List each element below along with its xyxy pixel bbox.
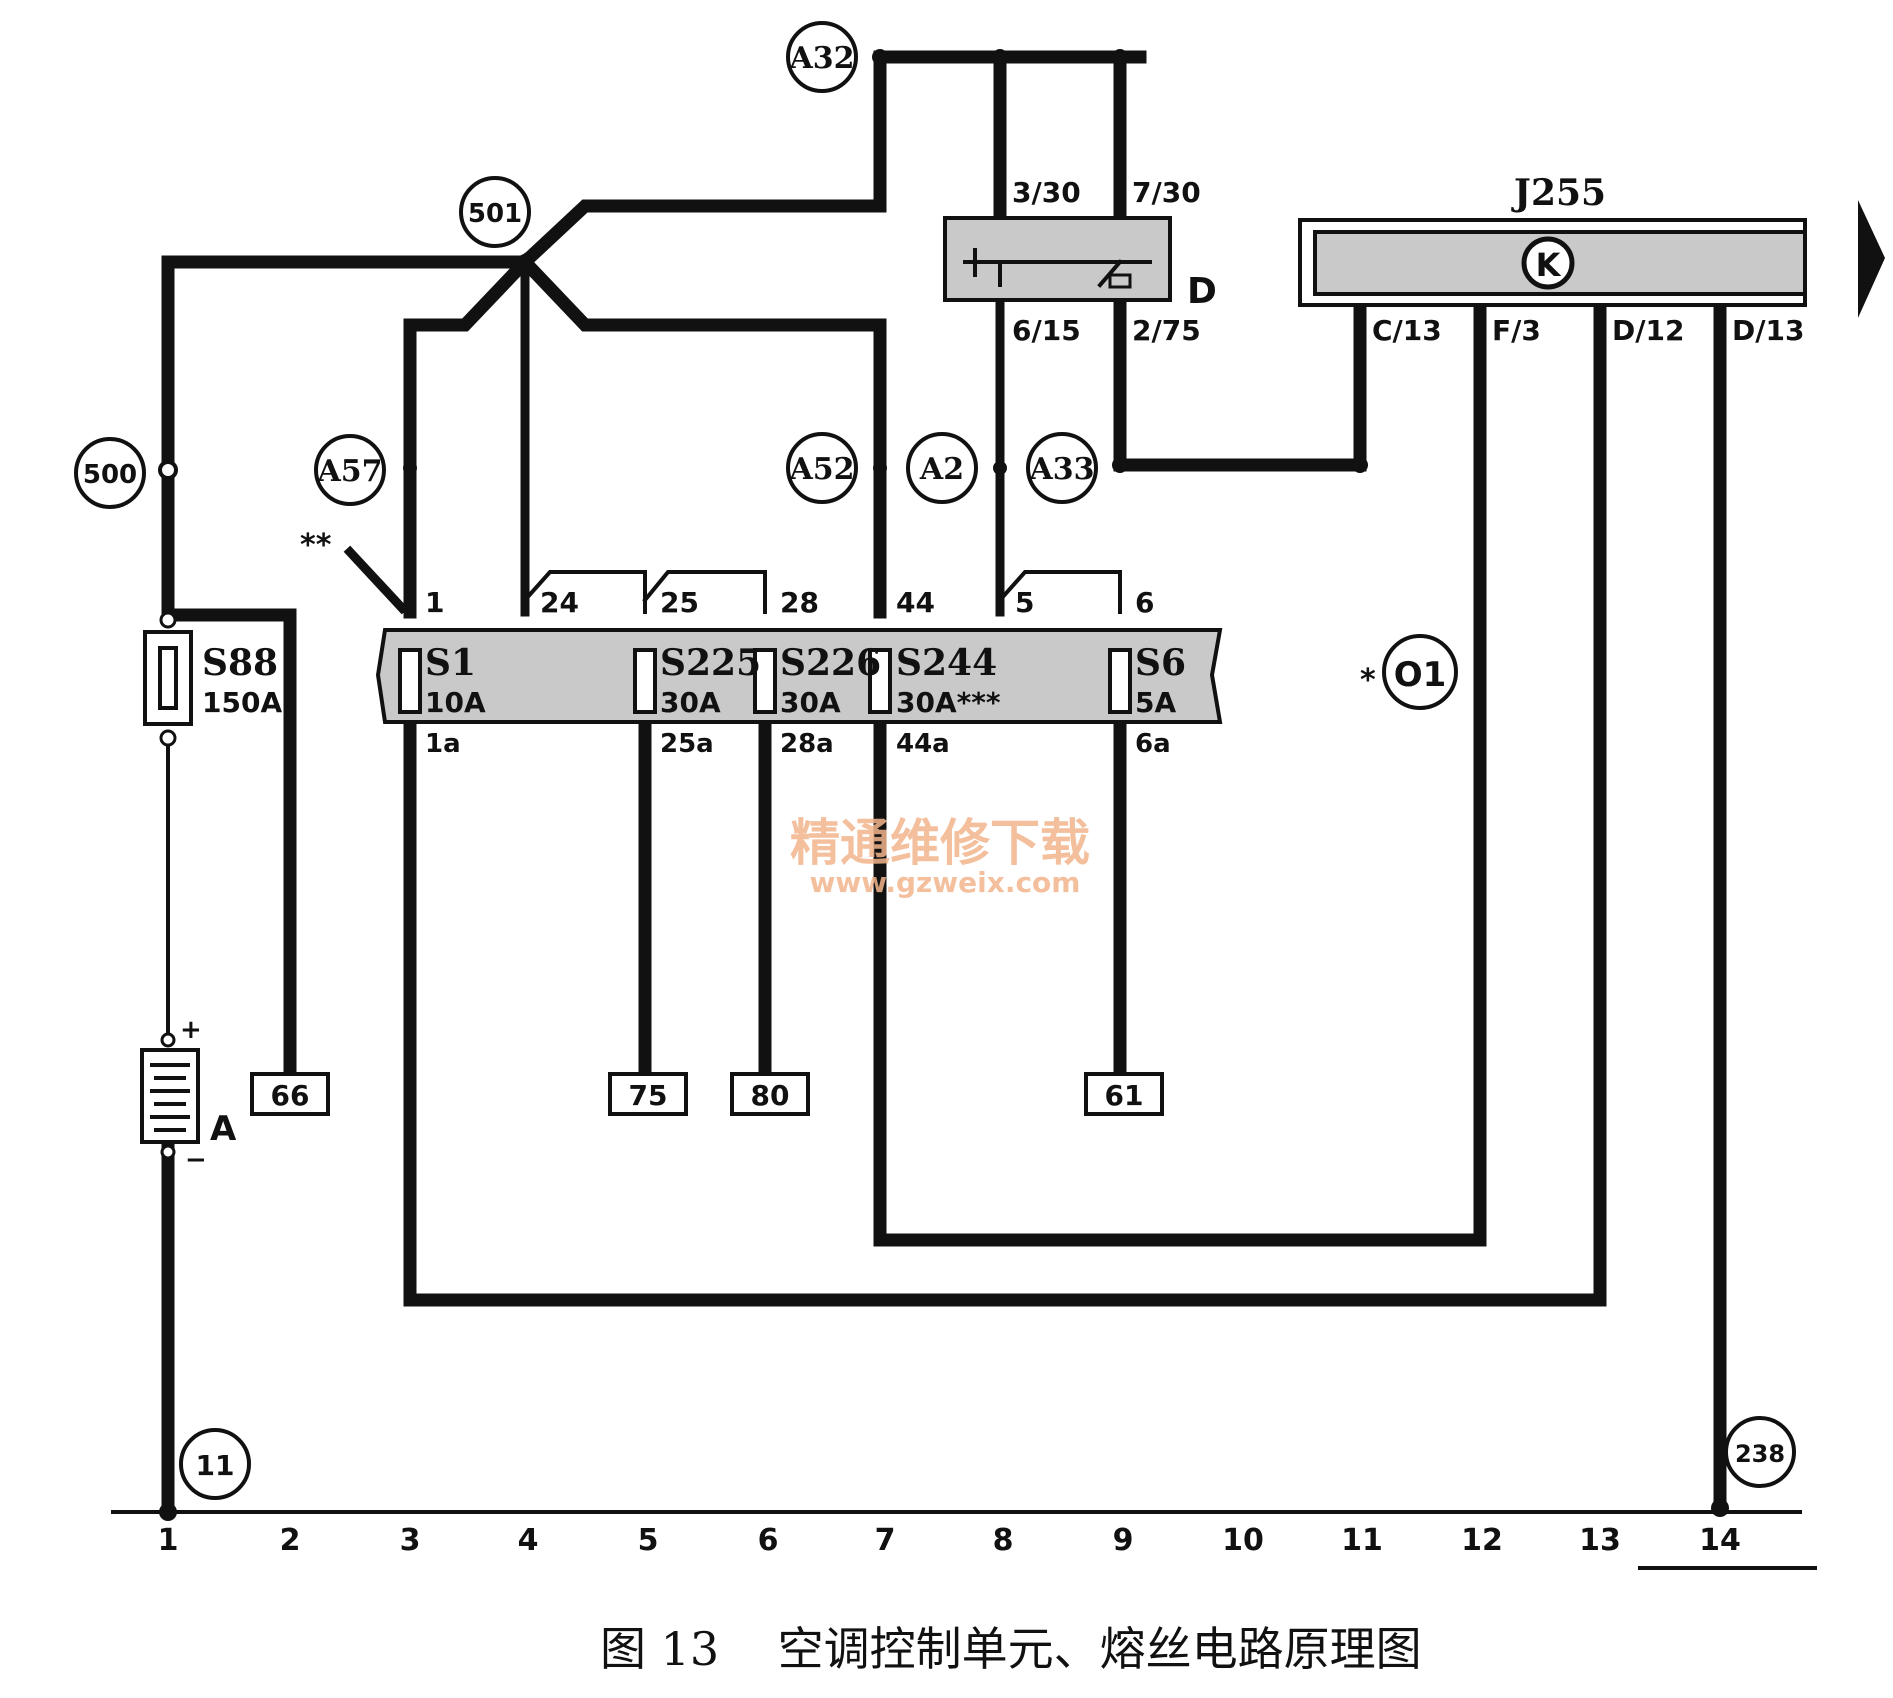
fuse-rating: 30A bbox=[660, 686, 721, 719]
connector-a52: A52 bbox=[788, 452, 854, 487]
relay-d: D 3/30 7/30 6/15 2/75 bbox=[943, 176, 1217, 347]
watermark-line1: 精通维修下载 bbox=[790, 813, 1090, 872]
fuse-rating: 30A bbox=[780, 686, 841, 719]
connector-a2: A2 bbox=[919, 452, 964, 487]
main-fuse-name: S88 bbox=[202, 642, 278, 684]
main-fuse-s88: S88 150A bbox=[143, 611, 282, 747]
fuse-top-pin: 28 bbox=[780, 586, 819, 619]
battery-label: A bbox=[210, 1109, 237, 1149]
fuse-top-pin: 1 bbox=[425, 586, 444, 619]
reference-boxes: 66 75 80 61 bbox=[250, 1072, 1164, 1116]
grid-numbers: 1 2 3 4 5 6 7 8 9 10 11 12 13 14 bbox=[158, 1523, 1741, 1558]
connector-circles: A32 501 500 A57 A52 A2 A33 * O1 11 238 bbox=[74, 21, 1796, 1500]
connector-a57: A57 bbox=[316, 454, 382, 489]
connector-o1: O1 bbox=[1394, 655, 1447, 695]
fuse-name: S225 bbox=[660, 642, 761, 684]
grid-number: 4 bbox=[518, 1523, 539, 1558]
grid-number: 13 bbox=[1579, 1523, 1621, 1558]
connector-a33: A33 bbox=[1028, 452, 1094, 487]
module-icon: K bbox=[1536, 246, 1562, 284]
grid-number: 14 bbox=[1699, 1523, 1741, 1558]
fuse-name: S244 bbox=[896, 642, 997, 684]
fuse-bottom-pin: 25a bbox=[660, 729, 714, 759]
grid-number: 8 bbox=[993, 1523, 1014, 1558]
relay-pin-out2: 2/75 bbox=[1132, 314, 1201, 347]
battery-a: + − A bbox=[140, 1015, 237, 1175]
watermark: 精通维修下载 www.gzweix.com bbox=[790, 813, 1090, 899]
fuse-marker: ** bbox=[300, 528, 332, 563]
module-pin: D/12 bbox=[1612, 314, 1684, 347]
relay-pin-in2: 7/30 bbox=[1132, 176, 1201, 209]
fuse-top-pin: 24 bbox=[540, 586, 579, 619]
fuse-bottom-pin: 6a bbox=[1135, 729, 1171, 759]
fuse-top-pin: 6 bbox=[1135, 586, 1154, 619]
fuse-name: S1 bbox=[425, 642, 476, 684]
fuse-top-pin: 44 bbox=[896, 586, 935, 619]
grid-number: 6 bbox=[758, 1523, 779, 1558]
connector-a32: A32 bbox=[788, 41, 854, 76]
ground-11: 11 bbox=[196, 1449, 235, 1482]
relay-d-label: D bbox=[1187, 271, 1217, 312]
grid-number: 10 bbox=[1222, 1523, 1264, 1558]
fuse-block: S1 10A S225 30A S226 30A S244 30A*** S6 … bbox=[300, 528, 1223, 759]
ground-238: 238 bbox=[1735, 1440, 1785, 1468]
fuse-top-pin: 5 bbox=[1015, 586, 1034, 619]
grid-number: 2 bbox=[280, 1523, 301, 1558]
fuse-bottom-pin: 1a bbox=[425, 729, 461, 759]
fuse-bottom-pin: 44a bbox=[896, 729, 950, 759]
connector-501: 501 bbox=[468, 199, 522, 229]
relay-pin-in1: 3/30 bbox=[1012, 176, 1081, 209]
module-pin: D/13 bbox=[1732, 314, 1804, 347]
fuse-name: S226 bbox=[780, 642, 881, 684]
grid-number: 5 bbox=[638, 1523, 659, 1558]
continuation-arrow-icon bbox=[1858, 200, 1885, 318]
battery-minus: − bbox=[185, 1145, 207, 1175]
junctions bbox=[158, 49, 1729, 1521]
relay-pin-out1: 6/15 bbox=[1012, 314, 1081, 347]
module-j255: K J255 C/13 F/3 D/12 D/13 bbox=[1298, 172, 1885, 347]
grid-number: 11 bbox=[1341, 1523, 1383, 1558]
grid-number: 7 bbox=[875, 1523, 896, 1558]
fuse-name: S6 bbox=[1135, 642, 1186, 684]
grid-number: 9 bbox=[1113, 1523, 1134, 1558]
figure-caption: 图 13 空调控制单元、熔丝电路原理图 bbox=[600, 1622, 1422, 1676]
module-pin: C/13 bbox=[1372, 314, 1442, 347]
connector-500: 500 bbox=[83, 460, 137, 490]
main-fuse-rating: 150A bbox=[202, 686, 282, 719]
ref-box: 61 bbox=[1105, 1079, 1144, 1112]
fuse-top-pin: 25 bbox=[660, 586, 699, 619]
grid-number: 3 bbox=[400, 1523, 421, 1558]
fuse-rating: 10A bbox=[425, 686, 486, 719]
ref-box: 80 bbox=[751, 1079, 790, 1112]
fuse-rating: 5A bbox=[1135, 686, 1176, 719]
watermark-line2: www.gzweix.com bbox=[810, 866, 1081, 899]
connector-o1-mark: * bbox=[1360, 663, 1376, 698]
module-label: J255 bbox=[1511, 172, 1606, 214]
battery-plus: + bbox=[180, 1015, 202, 1045]
fuse-rating: 30A*** bbox=[896, 686, 1001, 719]
grid-number: 1 bbox=[158, 1523, 179, 1558]
ref-box: 66 bbox=[271, 1079, 310, 1112]
ref-box: 75 bbox=[629, 1079, 668, 1112]
grid-number: 12 bbox=[1461, 1523, 1503, 1558]
fuse-bottom-pin: 28a bbox=[780, 729, 834, 759]
module-pin: F/3 bbox=[1492, 314, 1541, 347]
